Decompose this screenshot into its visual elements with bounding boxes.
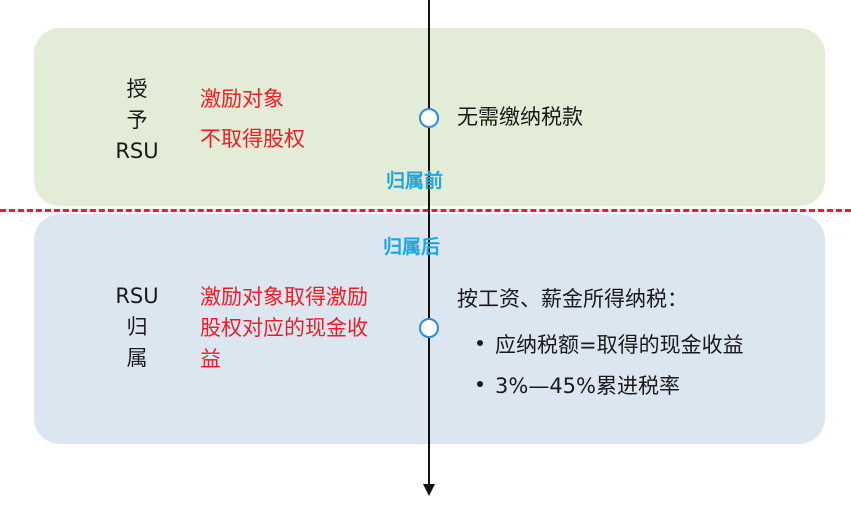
vest-tax-title: 按工资、薪金所得纳税： [457,287,688,311]
timeline-axis [428,0,430,488]
vest-stage-line: 归 [126,315,148,339]
vest-stage-line: 属 [126,346,148,370]
grant-stage-line: RSU [115,139,159,163]
bullet-dot-icon [477,381,483,387]
grant-description-line: 不取得股权 [200,127,305,151]
vest-description-line: 股权对应的现金收 [200,316,368,340]
tax-bullet-item: 3%—45%累进税率 [477,371,680,402]
grant-stage-line: 授 [126,77,148,101]
grant-stage-line: 予 [126,108,148,132]
grant-description-line: 激励对象 [200,87,284,111]
vest-stage-label: RSU 归 属 [107,281,167,374]
grant-tax-text: 无需缴纳税款 [457,105,583,129]
timeline-arrow-icon [423,484,435,496]
vest-node [419,318,439,338]
vest-description-line: 激励对象取得激励 [200,285,368,309]
vest-stage-line: RSU [115,284,159,308]
bullet-dot-icon [477,340,483,346]
tax-bullet-text: 3%—45%累进税率 [495,374,680,398]
vest-description-line: 益 [200,347,221,371]
phase-after-label: 归属后 [383,236,441,258]
grant-node [419,108,439,128]
tax-bullet-text: 应纳税额=取得的现金收益 [495,333,744,357]
phase-before-label: 归属前 [386,170,444,192]
grant-stage-label: 授 予 RSU [107,74,167,167]
tax-bullet-item: 应纳税额=取得的现金收益 [477,330,744,361]
vesting-divider-line [0,209,851,212]
vest-description: 激励对象取得激励 股权对应的现金收 益 [200,282,410,375]
